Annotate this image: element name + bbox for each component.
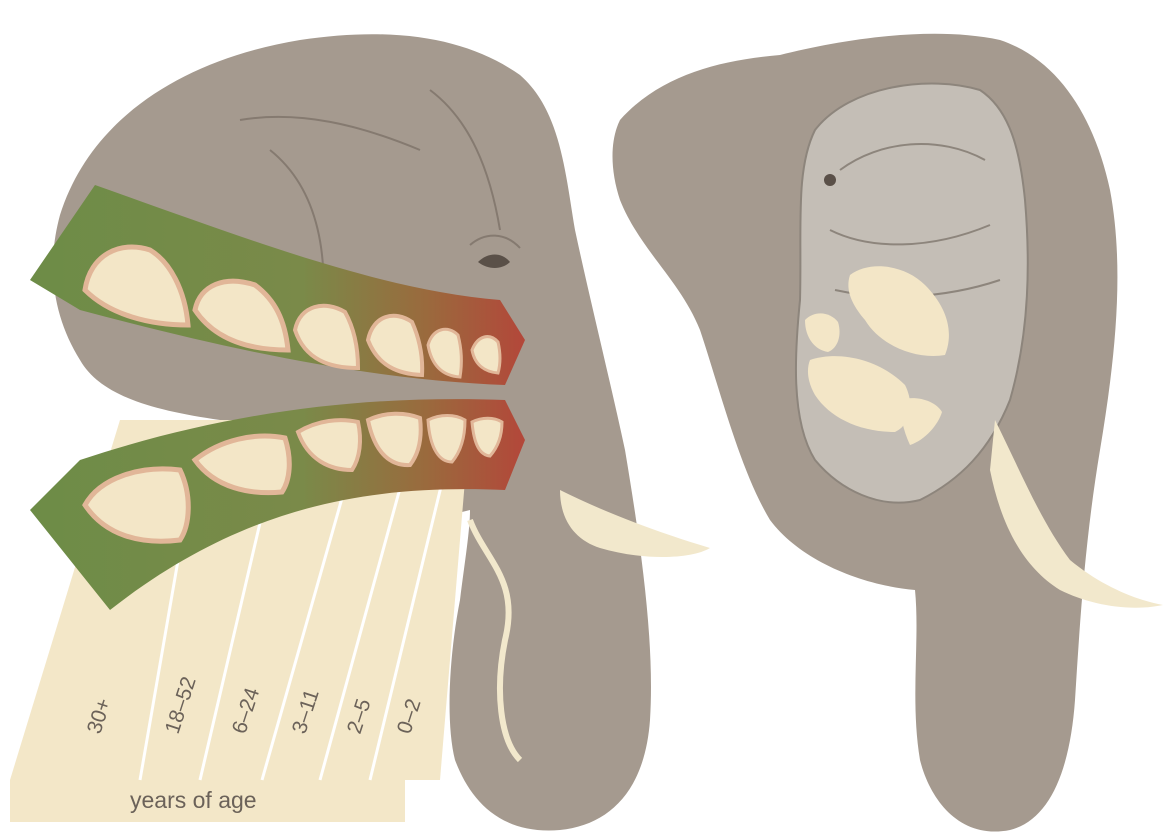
right-elephant-head <box>613 34 1164 832</box>
axis-label: years of age <box>130 787 257 813</box>
eye-icon <box>824 174 836 186</box>
